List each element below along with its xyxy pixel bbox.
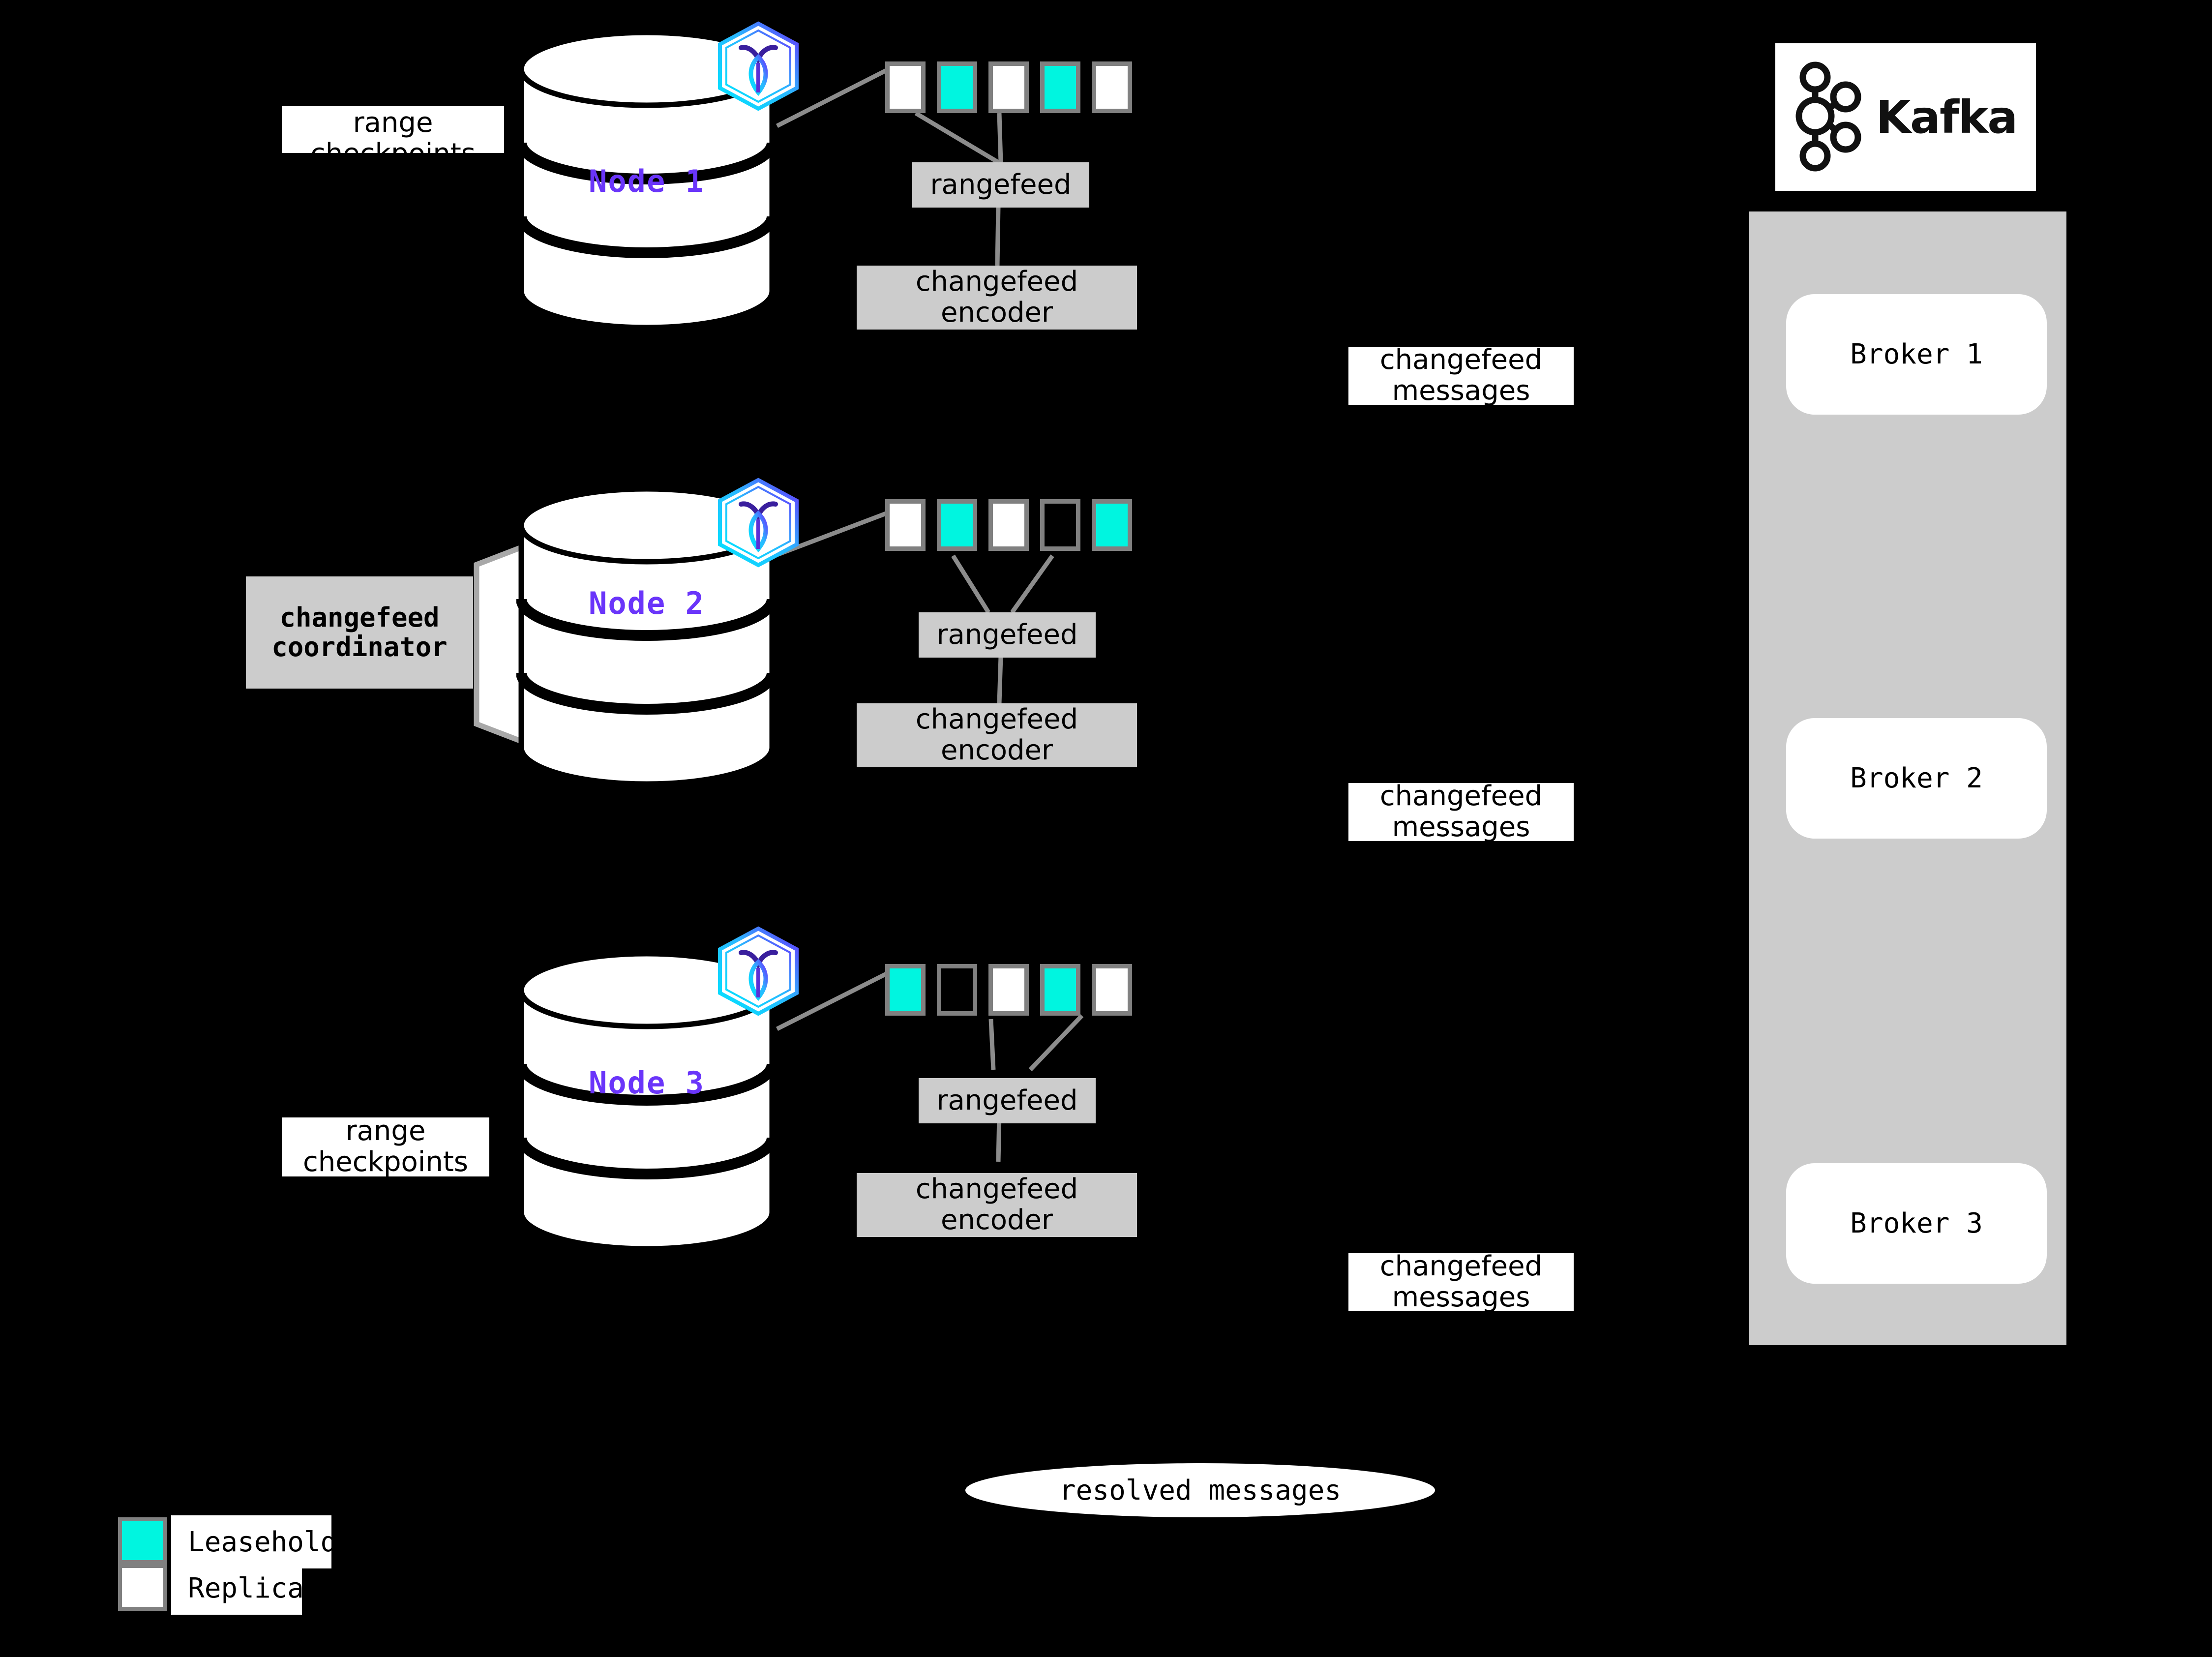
node-1-cylinder: Node 1 bbox=[516, 30, 777, 331]
checkpoints-line-1: range bbox=[345, 1117, 426, 1147]
messages-line-1: changefeed bbox=[1379, 783, 1543, 813]
range-box[interactable] bbox=[988, 964, 1029, 1016]
node-2-cylinder: Node 2 bbox=[516, 487, 777, 787]
cockroachdb-hex-icon bbox=[716, 477, 802, 570]
coordinator-line-1: changefeed bbox=[279, 602, 440, 633]
encoder-line-1: changefeed bbox=[915, 1173, 1078, 1205]
range-box[interactable] bbox=[937, 964, 977, 1016]
node-2-rangefeed-box[interactable]: rangefeed bbox=[919, 612, 1096, 658]
broker-2[interactable]: Broker 2 bbox=[1786, 718, 2047, 839]
range-box[interactable] bbox=[1040, 499, 1080, 551]
node-1-changefeed-messages-label: changefeed messages bbox=[1348, 347, 1574, 405]
kafka-wordmark: Kafka bbox=[1876, 90, 2018, 144]
range-box[interactable] bbox=[885, 964, 926, 1016]
node-2-label: Node 2 bbox=[589, 585, 705, 621]
checkpoints-line-2: checkpoints bbox=[310, 138, 476, 153]
legend-label-leaseholder: Leaseholder bbox=[171, 1515, 331, 1568]
kafka-logo-box: Kafka bbox=[1775, 43, 2036, 191]
node-1-range-checkpoints-label: range checkpoints bbox=[282, 106, 504, 153]
kafka-nodes-icon bbox=[1794, 60, 1863, 175]
range-box[interactable] bbox=[1040, 964, 1080, 1016]
range-box[interactable] bbox=[885, 61, 926, 113]
range-box[interactable] bbox=[988, 61, 1029, 113]
encoder-line-2: encoder bbox=[940, 734, 1053, 766]
node-3-label: Node 3 bbox=[589, 1065, 705, 1101]
encoder-line-1: changefeed bbox=[915, 703, 1078, 736]
changefeed-coordinator-box[interactable]: changefeed coordinator bbox=[246, 576, 473, 689]
messages-line-1: changefeed bbox=[1379, 1253, 1543, 1283]
range-box[interactable] bbox=[937, 61, 977, 113]
encoder-line-1: changefeed bbox=[915, 266, 1078, 298]
node-3-cylinder: Node 3 bbox=[516, 952, 777, 1252]
broker-3[interactable]: Broker 3 bbox=[1786, 1163, 2047, 1284]
range-box[interactable] bbox=[1040, 61, 1080, 113]
node-3-changefeed-encoder-box[interactable]: changefeed encoder bbox=[857, 1173, 1137, 1237]
range-box[interactable] bbox=[1092, 964, 1132, 1016]
range-box[interactable] bbox=[937, 499, 977, 551]
messages-line-2: messages bbox=[1392, 1281, 1530, 1311]
legend-swatch-replica bbox=[118, 1564, 167, 1611]
legend: Leaseholder Replica bbox=[118, 1515, 561, 1630]
cockroachdb-hex-icon bbox=[716, 21, 802, 114]
range-box[interactable] bbox=[988, 499, 1029, 551]
node-2-changefeed-encoder-box[interactable]: changefeed encoder bbox=[857, 703, 1137, 767]
range-box[interactable] bbox=[1092, 499, 1132, 551]
legend-label-replica: Replica bbox=[171, 1562, 302, 1615]
cockroachdb-hex-icon bbox=[716, 926, 802, 1019]
broker-1[interactable]: Broker 1 bbox=[1786, 294, 2047, 415]
encoder-line-2: encoder bbox=[940, 297, 1053, 329]
node-3-rangefeed-box[interactable]: rangefeed bbox=[919, 1078, 1096, 1123]
checkpoints-line-1: range bbox=[353, 107, 433, 139]
legend-swatch-leaseholder bbox=[118, 1517, 167, 1564]
range-box[interactable] bbox=[1092, 61, 1132, 113]
messages-line-2: messages bbox=[1392, 375, 1530, 405]
node-3-changefeed-messages-label: changefeed messages bbox=[1348, 1253, 1574, 1311]
messages-line-2: messages bbox=[1392, 811, 1530, 841]
range-box[interactable] bbox=[885, 499, 926, 551]
node-3-range-checkpoints-label: range checkpoints bbox=[282, 1117, 489, 1176]
node-2-changefeed-messages-label: changefeed messages bbox=[1348, 783, 1574, 841]
node-1-label: Node 1 bbox=[589, 163, 705, 199]
resolved-messages-pill[interactable]: resolved messages bbox=[965, 1463, 1435, 1517]
encoder-line-2: encoder bbox=[940, 1204, 1053, 1236]
checkpoints-line-2: checkpoints bbox=[303, 1146, 468, 1176]
node-1-rangefeed-box[interactable]: rangefeed bbox=[912, 162, 1089, 208]
messages-line-1: changefeed bbox=[1379, 347, 1543, 376]
kafka-broker-column: Broker 1 Broker 2 Broker 3 bbox=[1749, 211, 2066, 1345]
coordinator-line-2: coordinator bbox=[271, 632, 448, 663]
node-1-changefeed-encoder-box[interactable]: changefeed encoder bbox=[857, 266, 1137, 330]
